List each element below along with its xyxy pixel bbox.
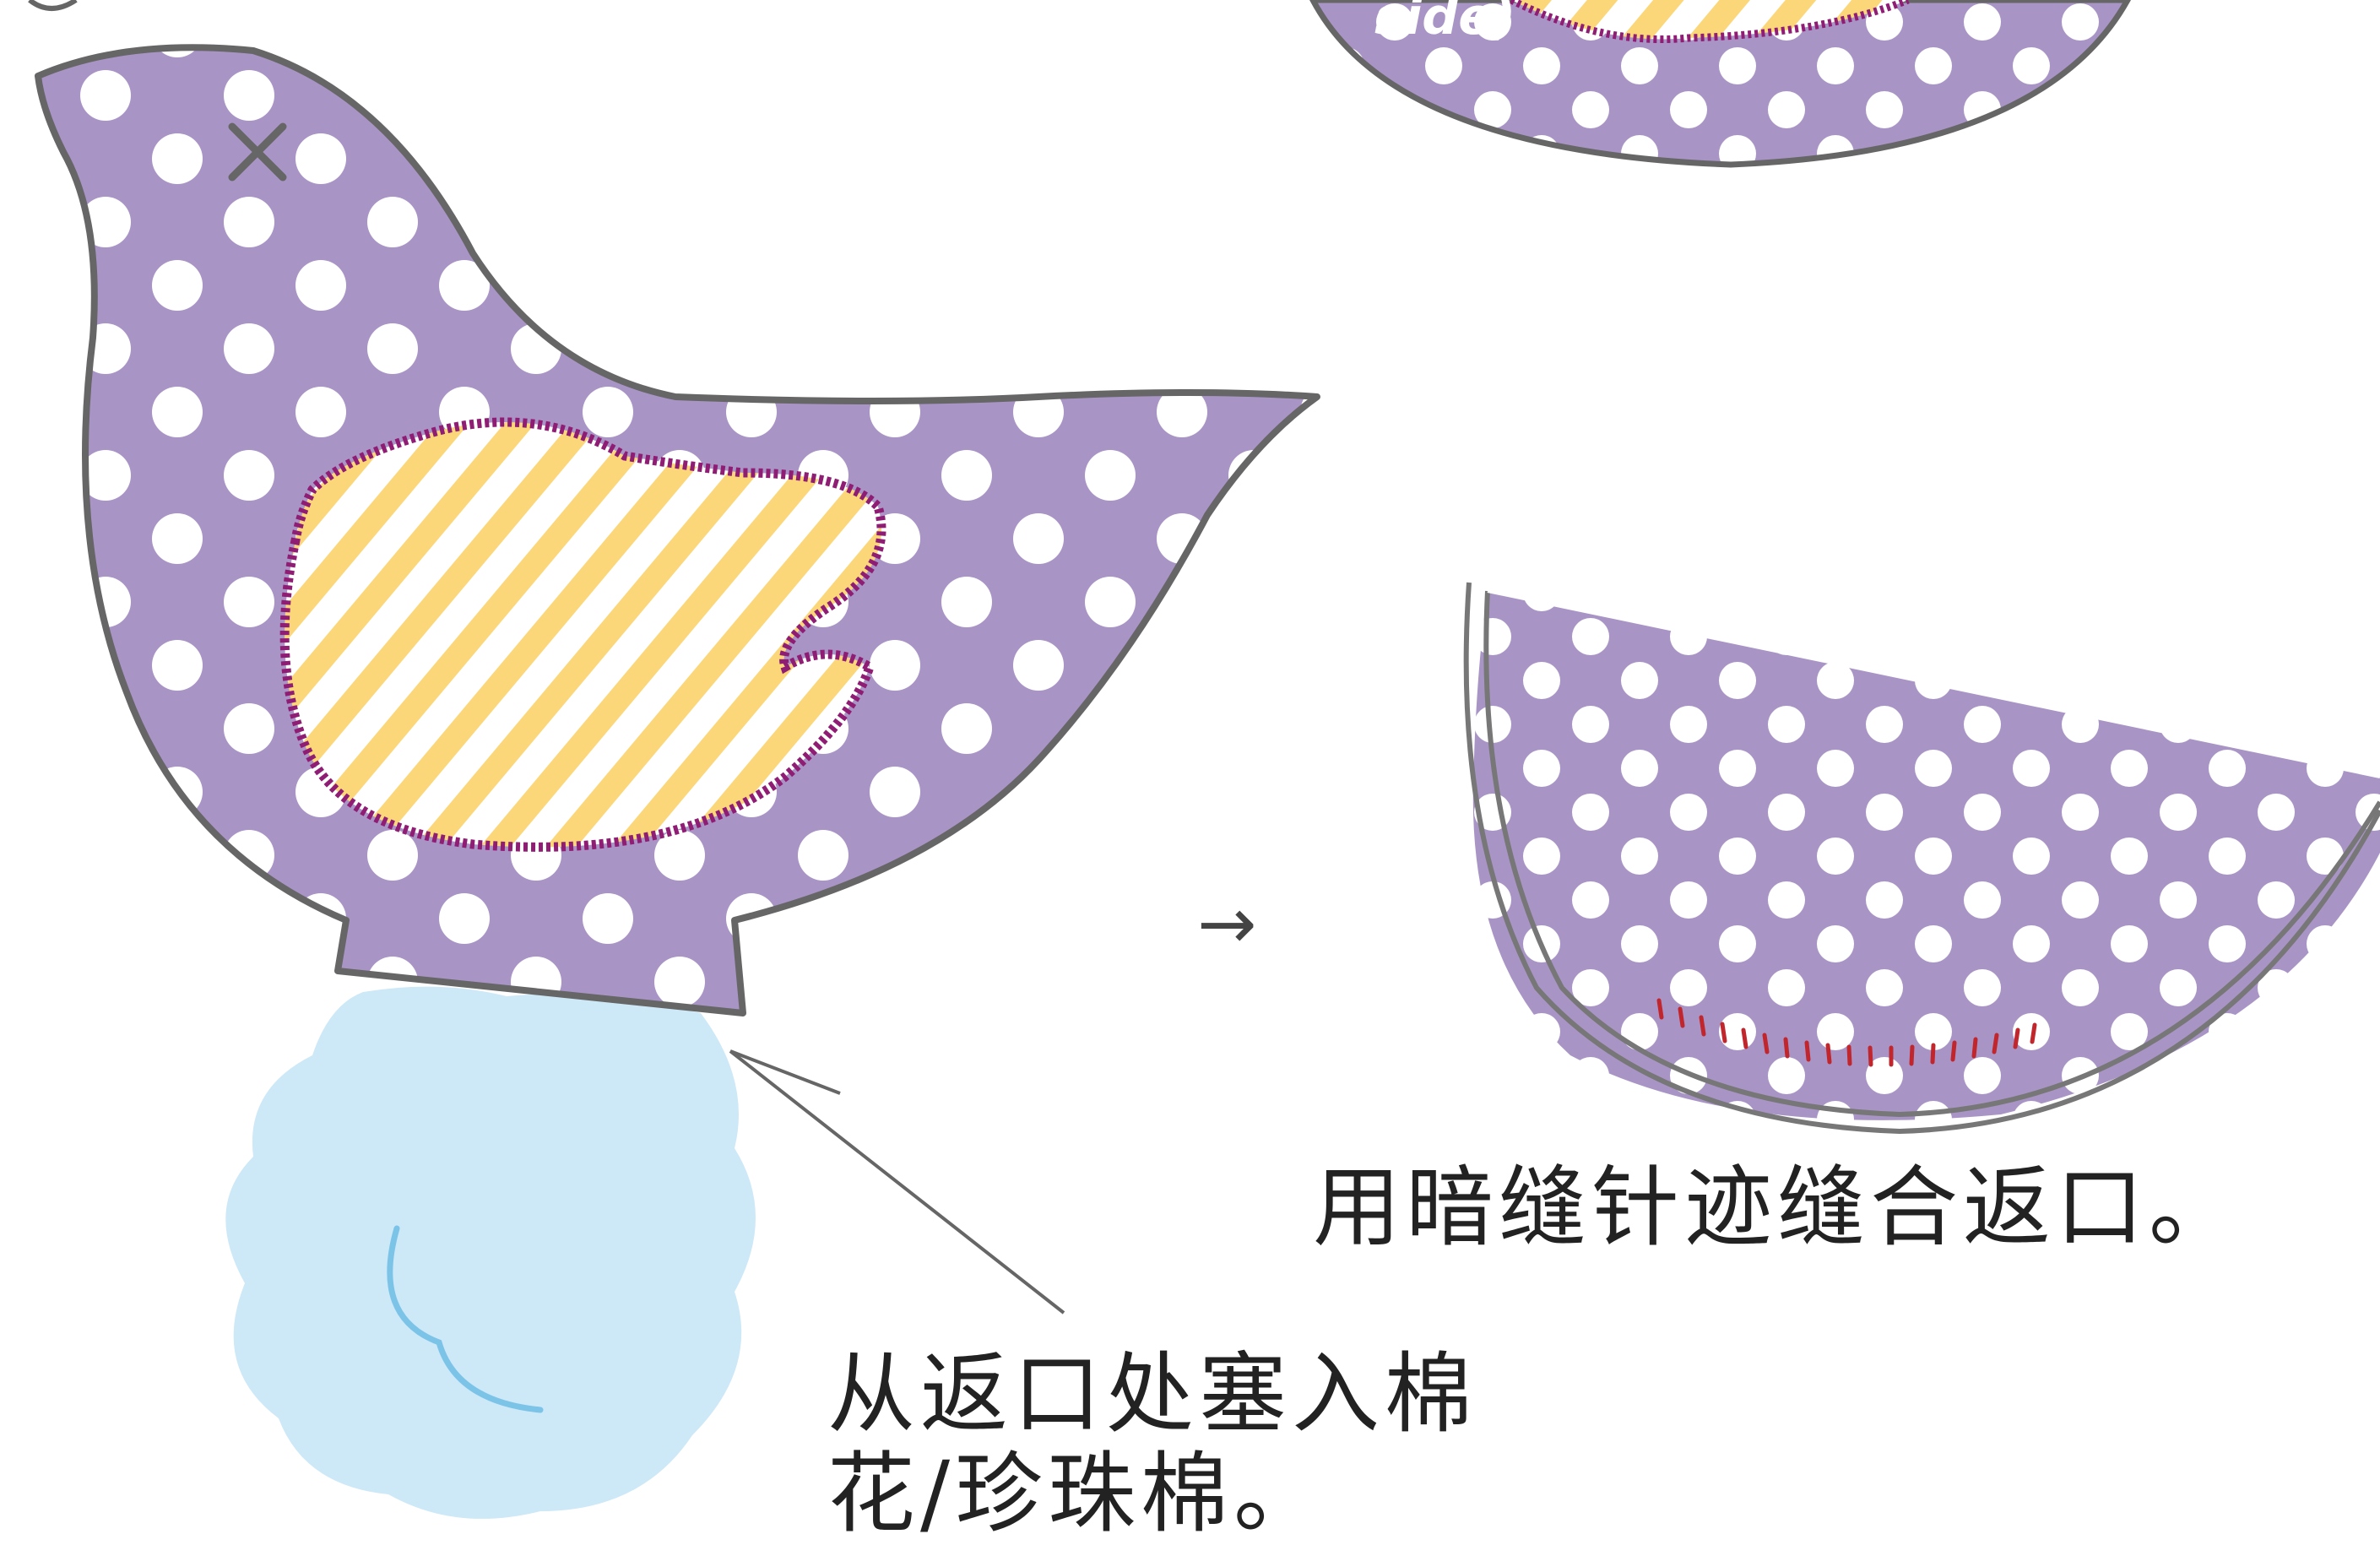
blind-stitch-marks bbox=[1656, 998, 2037, 1067]
top-bowl-fabric bbox=[1309, 0, 2132, 168]
partial-side-label: side) bbox=[1374, 0, 1515, 46]
opening-pointer-line bbox=[729, 1049, 1065, 1315]
caption-stuffing-line-2: 花/珍珠棉。 bbox=[827, 1442, 1327, 1545]
stuffing-cotton bbox=[225, 986, 756, 1519]
caption-stuffing: 从返口处塞入棉 花/珍珠棉。 bbox=[827, 1344, 1477, 1543]
bird-wing-appliqué bbox=[279, 417, 886, 852]
pin-cross-icon bbox=[228, 122, 287, 182]
arrow-right-icon: → bbox=[1197, 882, 1257, 965]
caption-blind-stitch: 用暗缝针迹缝合返口。 bbox=[1313, 1156, 2242, 1259]
partial-corner-icon bbox=[28, 0, 78, 11]
closed-bowl-fabric bbox=[1463, 582, 2380, 1135]
caption-stuffing-line-1: 从返口处塞入棉 bbox=[827, 1342, 1478, 1445]
